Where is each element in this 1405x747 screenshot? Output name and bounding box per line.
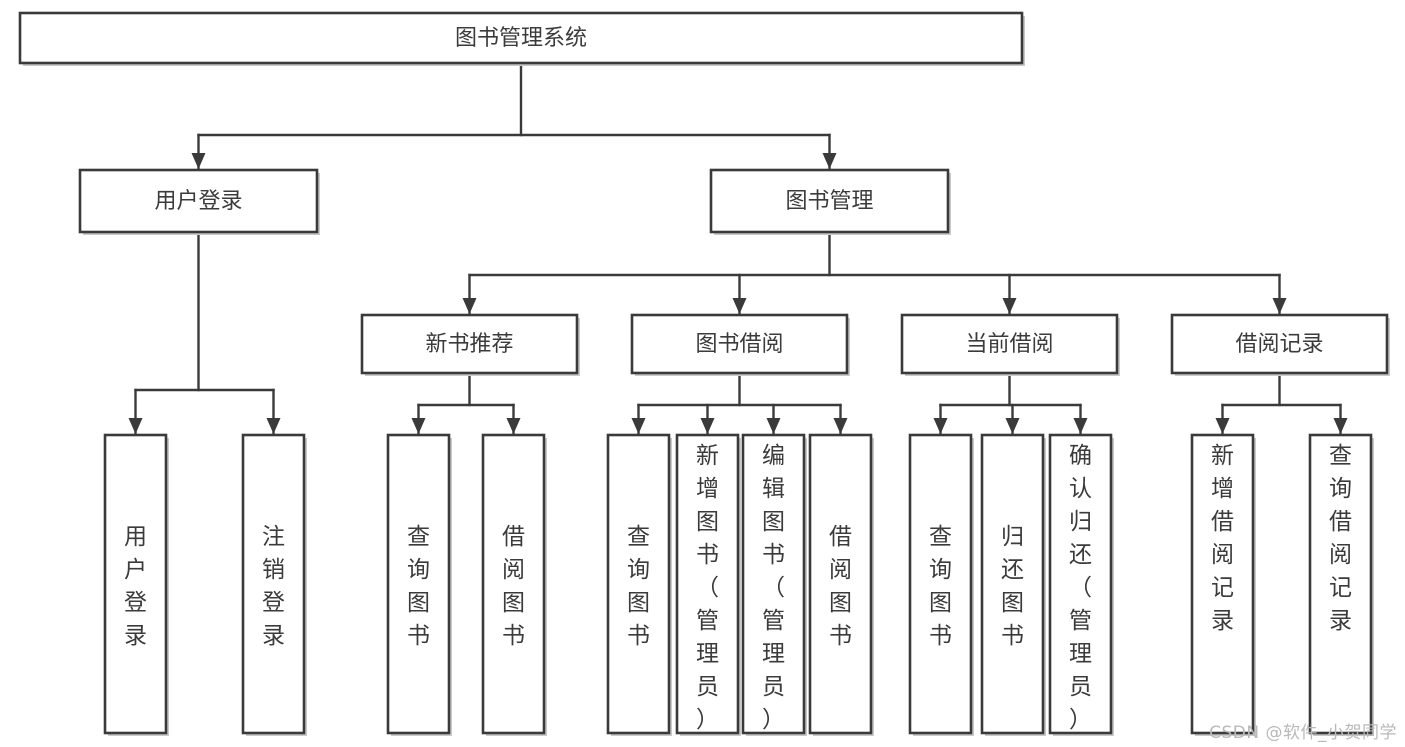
node-layer: 图书管理系统用户登录图书管理新书推荐图书借阅当前借阅借阅记录用户登录注销登录查询… (18, 11, 1390, 736)
node-box[interactable] (709, 168, 950, 234)
node-module-2[interactable]: 图书管理 (709, 168, 951, 235)
node-label: 借阅图书 (829, 524, 852, 649)
node-box[interactable] (900, 313, 1119, 375)
connector-group (631, 371, 848, 435)
arrow-head (128, 418, 143, 434)
node-leaf-4[interactable]: 借阅图书 (481, 433, 547, 736)
node-label: 确认归还（管理员） (1069, 443, 1092, 733)
node-box[interactable] (980, 433, 1045, 735)
connector-group (462, 230, 1287, 315)
connector-layer (128, 61, 1348, 435)
node-label: 图书管理 (785, 189, 873, 214)
node-label: 新增借阅记录 (1211, 443, 1234, 634)
connector-group (411, 371, 521, 435)
arrow-head (1073, 418, 1088, 434)
node-label: 借阅记录 (1235, 332, 1323, 357)
node-box[interactable] (908, 433, 973, 735)
node-label: 查询图书 (627, 524, 650, 649)
connector-group (933, 371, 1088, 435)
arrow-head (833, 418, 848, 434)
node-label: 查询图书 (407, 524, 430, 649)
node-box[interactable] (1190, 433, 1255, 735)
node-label: 归还图书 (1001, 524, 1024, 649)
node-box[interactable] (241, 433, 306, 735)
node-label: 查询借阅记录 (1329, 443, 1352, 634)
node-submodule-3[interactable]: 当前借阅 (900, 313, 1120, 376)
node-box[interactable] (360, 313, 579, 375)
node-label: 用户登录 (154, 189, 242, 214)
node-label: 图书管理系统 (455, 26, 587, 51)
connector-group (1215, 371, 1348, 435)
arrow-head (191, 153, 206, 169)
arrow-head (1005, 418, 1020, 434)
connector-group (191, 61, 837, 170)
node-root[interactable]: 图书管理系统 (18, 11, 1025, 66)
node-label: 新书推荐 (425, 332, 513, 357)
arrow-head (411, 418, 426, 434)
node-box[interactable] (18, 11, 1024, 65)
node-box[interactable] (103, 433, 168, 735)
node-box[interactable] (606, 433, 671, 735)
node-leaf-2[interactable]: 注销登录 (241, 433, 307, 736)
arrow-head (933, 418, 948, 434)
node-box[interactable] (741, 433, 806, 735)
node-leaf-9[interactable]: 查询图书 (908, 433, 974, 736)
arrow-head (822, 153, 837, 169)
arrow-head (1215, 418, 1230, 434)
node-box[interactable] (675, 433, 740, 735)
node-submodule-2[interactable]: 图书借阅 (630, 313, 850, 376)
node-box[interactable] (78, 168, 319, 234)
node-box[interactable] (481, 433, 546, 735)
node-label: 图书借阅 (695, 332, 783, 357)
arrow-head (266, 418, 281, 434)
node-leaf-8[interactable]: 借阅图书 (808, 433, 874, 736)
node-label: 查询图书 (929, 524, 952, 649)
node-submodule-4[interactable]: 借阅记录 (1170, 313, 1390, 376)
node-module-1[interactable]: 用户登录 (78, 168, 320, 235)
node-leaf-7[interactable]: 编辑图书（管理员） (741, 433, 807, 736)
node-box[interactable] (630, 313, 849, 375)
arrow-head (700, 418, 715, 434)
node-label: 编辑图书（管理员） (762, 443, 785, 733)
node-leaf-11[interactable]: 确认归还（管理员） (1048, 433, 1114, 736)
node-box[interactable] (808, 433, 873, 735)
node-label: 当前借阅 (965, 332, 1053, 357)
arrow-head (766, 418, 781, 434)
node-leaf-13[interactable]: 查询借阅记录 (1308, 433, 1374, 736)
node-label: 注销登录 (262, 524, 285, 649)
node-leaf-3[interactable]: 查询图书 (386, 433, 452, 736)
node-leaf-12[interactable]: 新增借阅记录 (1190, 433, 1256, 736)
node-submodule-1[interactable]: 新书推荐 (360, 313, 580, 376)
node-label: 新增图书（管理员） (696, 443, 719, 733)
arrow-head (1333, 418, 1348, 434)
arrow-head (1002, 298, 1017, 314)
node-label: 用户登录 (124, 524, 147, 649)
node-box[interactable] (1048, 433, 1113, 735)
arrow-head (631, 418, 646, 434)
connector-group (128, 230, 281, 435)
arrow-head (506, 418, 521, 434)
node-leaf-10[interactable]: 归还图书 (980, 433, 1046, 736)
node-box[interactable] (1170, 313, 1389, 375)
node-box[interactable] (386, 433, 451, 735)
node-leaf-5[interactable]: 查询图书 (606, 433, 672, 736)
node-label: 借阅图书 (502, 524, 525, 649)
arrow-head (732, 298, 747, 314)
arrow-head (1272, 298, 1287, 314)
node-box[interactable] (1308, 433, 1373, 735)
arrow-head (462, 298, 477, 314)
node-leaf-1[interactable]: 用户登录 (103, 433, 169, 736)
node-leaf-6[interactable]: 新增图书（管理员） (675, 433, 741, 736)
